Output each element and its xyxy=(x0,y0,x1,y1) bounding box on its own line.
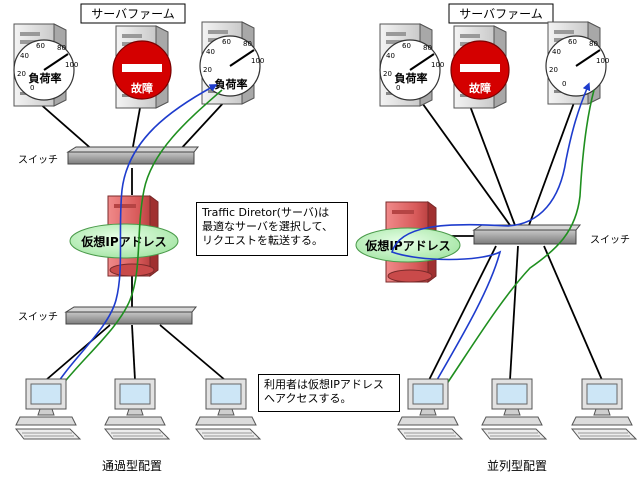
gauge-label: 負荷率 xyxy=(395,71,428,85)
fault-label: 故障 xyxy=(469,81,491,95)
right-links xyxy=(419,99,603,383)
right-switch: スイッチ xyxy=(472,224,630,246)
gauge-tick-label: 60 xyxy=(222,38,231,46)
vip-label: 仮想IPアドレス xyxy=(80,234,166,249)
gauge-tick-label: 0 xyxy=(216,80,220,88)
gauge-tick-label: 40 xyxy=(386,52,395,60)
left-server-2-failed: 故障 xyxy=(112,25,172,109)
no-entry-icon: 故障 xyxy=(450,40,510,100)
gauge-tick-label: 20 xyxy=(203,66,212,74)
gauge-icon: 40 60 80 100 20 0 負荷率 xyxy=(379,39,444,101)
pc-icon xyxy=(481,378,547,440)
switch-label: スイッチ xyxy=(18,311,58,323)
left-green-path xyxy=(51,89,223,399)
gauge-icon: 40 60 80 100 20 0 負荷率 xyxy=(13,39,78,101)
left-traffic-director: 仮想IPアドレス xyxy=(69,195,179,277)
gauge-tick-label: 60 xyxy=(36,42,45,50)
no-entry-icon: 故障 xyxy=(112,40,172,100)
gauge-tick-label: 0 xyxy=(30,84,34,92)
vip-ellipse: 仮想IPアドレス xyxy=(69,223,179,259)
gauge-icon: 40 60 80 100 20 0 負荷率 xyxy=(199,35,264,97)
gauge-tick-label: 100 xyxy=(596,57,609,65)
note-line: へアクセスする。 xyxy=(264,392,352,405)
note-line: 最適なサーバを選択して、 xyxy=(202,220,334,233)
left-server-3: 40 60 80 100 20 0 負荷率 xyxy=(199,21,264,105)
left-server-1: 40 60 80 100 20 0 負荷率 xyxy=(13,23,78,107)
right-server-1: 40 60 80 100 20 0 負荷率 xyxy=(379,23,444,107)
right-server-2-failed: 故障 xyxy=(450,25,510,109)
gauge-tick-label: 80 xyxy=(57,44,66,52)
left-upper-switch: スイッチ xyxy=(18,146,200,166)
gauge-tick-label: 60 xyxy=(568,38,577,46)
pc-icon xyxy=(195,378,261,440)
left-blue-path xyxy=(51,84,218,393)
note-line: リクエストを転送する。 xyxy=(202,234,323,247)
right-parallel-topology: サーバファーム 40 60 80 100 20 0 負荷率 故障 xyxy=(355,3,637,473)
gauge-label: 負荷率 xyxy=(29,71,62,85)
gauge-icon: 40 60 80 100 20 0 xyxy=(545,35,609,97)
gauge-tick-label: 0 xyxy=(562,80,566,88)
gauge-tick-label: 100 xyxy=(65,61,78,69)
gauge-tick-label: 20 xyxy=(383,70,392,78)
right-green-path xyxy=(437,89,595,398)
gauge-tick-label: 40 xyxy=(206,48,215,56)
right-farm-label: サーバファーム xyxy=(459,7,543,21)
gauge-tick-label: 100 xyxy=(431,61,444,69)
left-farm-label-box xyxy=(80,3,186,24)
vip-ellipse: 仮想IPアドレス xyxy=(355,227,461,263)
gauge-tick-label: 80 xyxy=(243,40,252,48)
gauge-tick-label: 100 xyxy=(251,57,264,65)
gauge-tick-label: 20 xyxy=(17,70,26,78)
left-lower-switch: スイッチ xyxy=(18,306,198,325)
gauge-tick-label: 80 xyxy=(423,44,432,52)
gauge-tick-label: 40 xyxy=(20,52,29,60)
pc-icon xyxy=(104,378,170,440)
gauge-tick-label: 20 xyxy=(549,66,558,74)
switch-label: スイッチ xyxy=(18,154,58,166)
pc-icon xyxy=(571,378,637,440)
switch-icon xyxy=(65,311,193,325)
right-farm-label-box xyxy=(448,3,554,24)
switch-label: スイッチ xyxy=(590,234,630,246)
user-access-note: 利用者は仮想IPアドレス へアクセスする。 xyxy=(258,374,400,412)
note-line: Traffic Diretor(サーバ)は xyxy=(202,206,330,219)
left-pass-through-topology: サーバファーム 40 60 80 100 20 0 負荷率 故障 xyxy=(13,3,264,473)
pc-icon xyxy=(15,378,81,440)
left-farm-label: サーバファーム xyxy=(91,7,175,21)
vip-label: 仮想IPアドレス xyxy=(364,238,450,253)
gauge-tick-label: 60 xyxy=(402,42,411,50)
fault-label: 故障 xyxy=(131,81,153,95)
right-blue-path xyxy=(391,82,591,393)
pc-icon xyxy=(397,378,463,440)
gauge-tick-label: 40 xyxy=(552,48,561,56)
right-traffic-director: 仮想IPアドレス xyxy=(355,201,461,283)
left-caption: 通過型配置 xyxy=(102,459,162,473)
note-line: 利用者は仮想IPアドレス xyxy=(264,378,384,391)
traffic-director-note: Traffic Diretor(サーバ)は 最適なサーバを選択して、 リクエスト… xyxy=(196,202,348,256)
gauge-tick-label: 0 xyxy=(396,84,400,92)
gauge-tick-label: 80 xyxy=(589,40,598,48)
gauge-label: 負荷率 xyxy=(215,77,248,91)
right-caption: 並列型配置 xyxy=(487,459,547,473)
right-server-3: 40 60 80 100 20 0 xyxy=(545,21,609,105)
